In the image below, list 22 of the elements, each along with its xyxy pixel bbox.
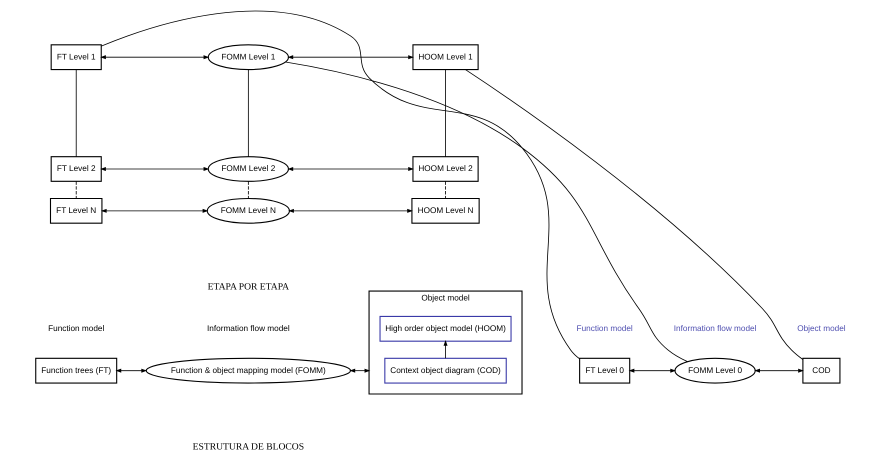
connector <box>100 10 580 360</box>
connector <box>444 181 446 199</box>
connector <box>284 62 688 362</box>
connector <box>464 69 803 360</box>
arrow <box>288 208 412 213</box>
arrow <box>114 368 147 373</box>
label: ESTRUTURA DE BLOCOS <box>192 441 304 452</box>
connector <box>247 69 248 157</box>
arrow <box>443 340 448 359</box>
arrow <box>348 368 370 373</box>
arrow <box>100 166 209 172</box>
arrow <box>754 368 804 373</box>
connector <box>444 69 446 157</box>
arrow <box>100 208 208 213</box>
connector <box>75 69 76 157</box>
arrow <box>286 55 414 60</box>
connector <box>75 181 76 199</box>
label: ETAPA POR ETAPA <box>207 282 289 293</box>
arrow <box>286 166 414 172</box>
arrow <box>100 55 209 60</box>
connector <box>247 181 248 199</box>
arrow <box>628 368 676 373</box>
